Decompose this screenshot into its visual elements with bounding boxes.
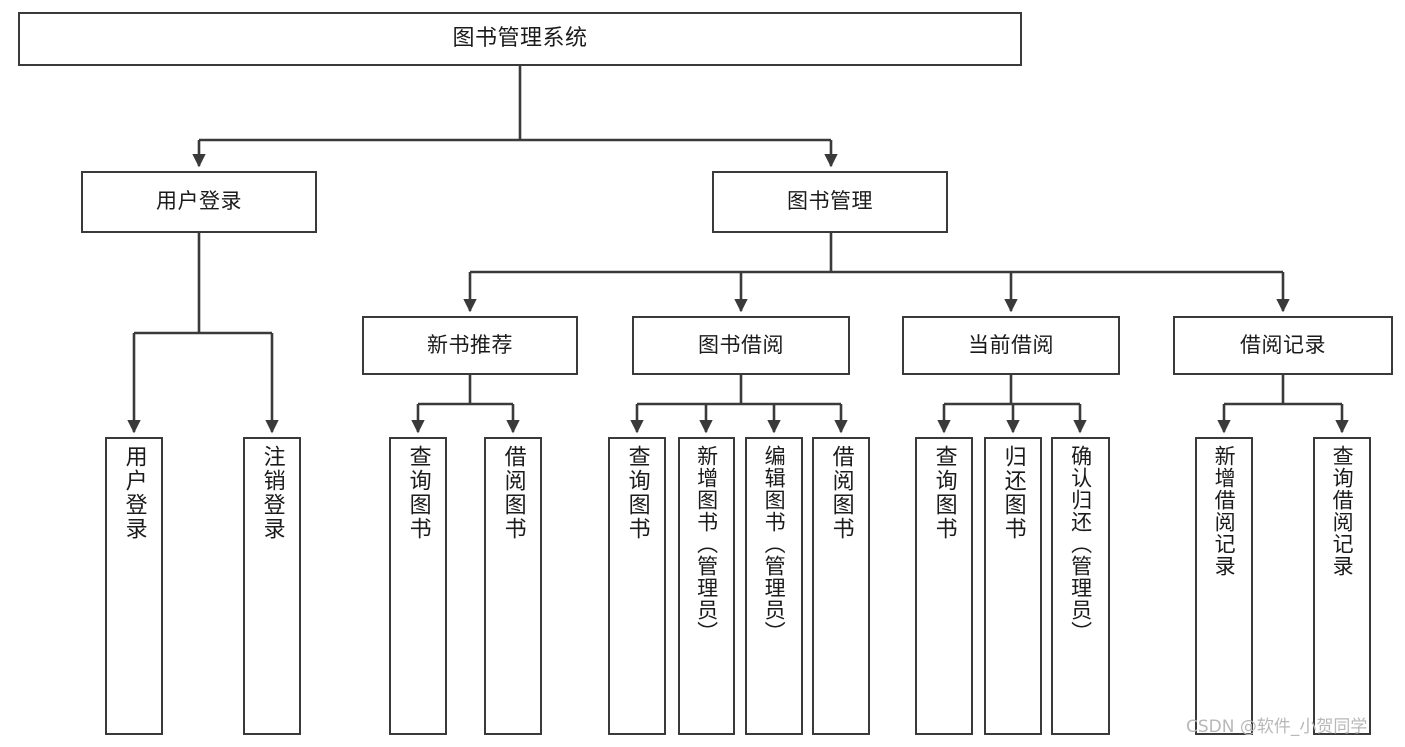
node-book-borrow[interactable]: 图书借阅	[632, 316, 850, 375]
node-leaf-borrow-record-query[interactable]: 查询借阅记录	[1313, 437, 1371, 735]
node-label: 新书推荐	[427, 332, 513, 357]
node-borrow-record[interactable]: 借阅记录	[1173, 316, 1393, 375]
node-label: 借阅图书	[828, 445, 854, 541]
node-current-borrow[interactable]: 当前借阅	[902, 316, 1120, 375]
node-leaf-current-borrow-query[interactable]: 查询图书	[915, 437, 973, 735]
node-label: 注销登录	[259, 445, 285, 541]
node-leaf-book-borrow-lend[interactable]: 借阅图书	[812, 437, 870, 735]
node-label: 借阅图书	[500, 445, 526, 541]
node-label: 图书借阅	[698, 332, 784, 357]
node-label: 图书管理	[787, 189, 873, 214]
node-label: 借阅记录	[1240, 332, 1326, 357]
node-leaf-user-login-signout[interactable]: 注销登录	[243, 437, 301, 735]
node-leaf-user-login-signin[interactable]: 用户登录	[105, 437, 163, 735]
node-label: 查询图书	[931, 445, 957, 541]
node-label: 新增图书（管理员）	[694, 445, 719, 643]
node-leaf-book-borrow-query[interactable]: 查询图书	[608, 437, 666, 735]
node-leaf-book-borrow-edit[interactable]: 编辑图书（管理员）	[745, 437, 803, 735]
node-book-management[interactable]: 图书管理	[712, 171, 948, 233]
node-label: 新增借阅记录	[1212, 445, 1237, 577]
node-user-login[interactable]: 用户登录	[81, 171, 317, 233]
node-label: 归还图书	[1000, 445, 1026, 541]
node-label: 当前借阅	[968, 332, 1054, 357]
node-label: 用户登录	[121, 445, 147, 541]
node-leaf-new-book-borrow[interactable]: 借阅图书	[484, 437, 542, 735]
node-label: 图书管理系统	[452, 25, 588, 51]
node-leaf-book-borrow-add[interactable]: 新增图书（管理员）	[678, 437, 735, 735]
node-leaf-current-borrow-return[interactable]: 归还图书	[984, 437, 1042, 735]
node-new-book-recommend[interactable]: 新书推荐	[362, 316, 578, 375]
node-label: 确认归还（管理员）	[1068, 445, 1093, 643]
node-label: 查询图书	[624, 445, 650, 541]
node-root-system[interactable]: 图书管理系统	[18, 12, 1022, 66]
node-leaf-new-book-query[interactable]: 查询图书	[389, 437, 447, 735]
node-label: 编辑图书（管理员）	[762, 445, 787, 643]
node-label: 查询图书	[405, 445, 431, 541]
node-label: 用户登录	[156, 189, 242, 214]
node-leaf-borrow-record-add[interactable]: 新增借阅记录	[1195, 437, 1253, 735]
node-label: 查询借阅记录	[1330, 445, 1355, 577]
watermark-text: CSDN @软件_小贺同学	[1186, 717, 1368, 737]
node-leaf-current-borrow-confirm[interactable]: 确认归还（管理员）	[1051, 437, 1110, 735]
